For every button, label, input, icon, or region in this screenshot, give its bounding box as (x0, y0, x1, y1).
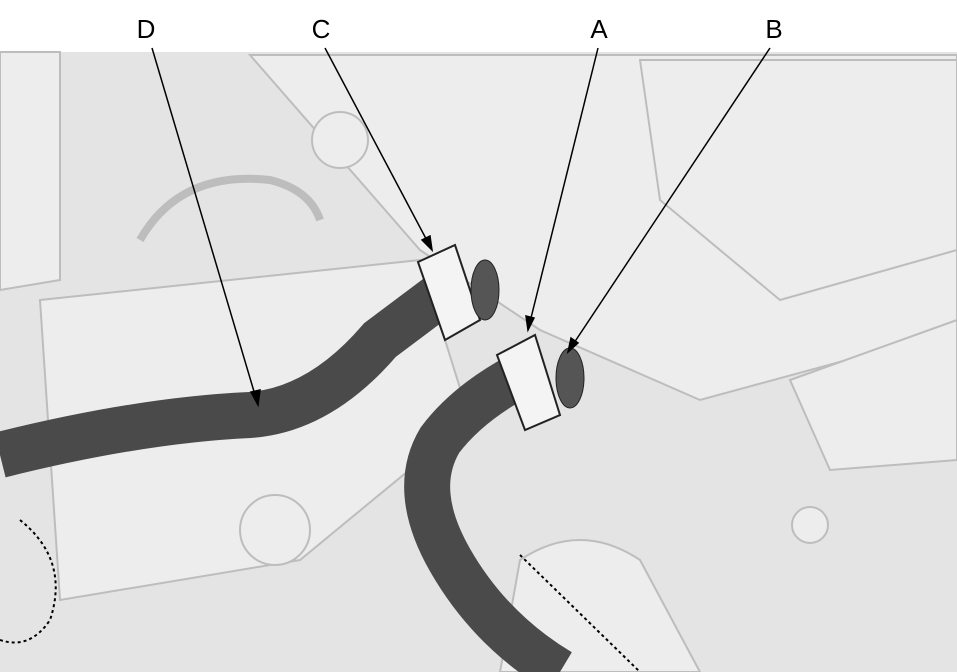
arrowhead-a (525, 315, 536, 333)
wire-harness (136, 174, 324, 242)
hidden-outline-right (519, 554, 641, 672)
leader-b (567, 47, 771, 353)
clamp-a (495, 333, 562, 432)
clamp-c (416, 243, 482, 342)
hidden-outline-left (0, 519, 57, 644)
callout-c: C (311, 14, 331, 44)
leader-a (527, 47, 599, 331)
callout-b: B (765, 14, 783, 44)
mount-hole (791, 506, 829, 544)
pipe-fitting-upper (470, 259, 500, 321)
hose-lower (404, 349, 573, 672)
arrowhead-b (566, 336, 580, 355)
leader-d (151, 47, 259, 406)
arrowhead-c (420, 234, 434, 253)
callout-d: D (136, 14, 156, 44)
callout-a: A (590, 14, 608, 44)
pipe-fitting-lower (555, 347, 585, 409)
bracket (788, 318, 957, 472)
bolt-boss (311, 111, 369, 169)
bolt-head (239, 494, 311, 566)
upper-housing (638, 59, 957, 302)
left-pipe (0, 51, 61, 292)
hose-d (0, 276, 454, 478)
leader-c (324, 47, 433, 251)
arrowhead-d (249, 389, 261, 408)
